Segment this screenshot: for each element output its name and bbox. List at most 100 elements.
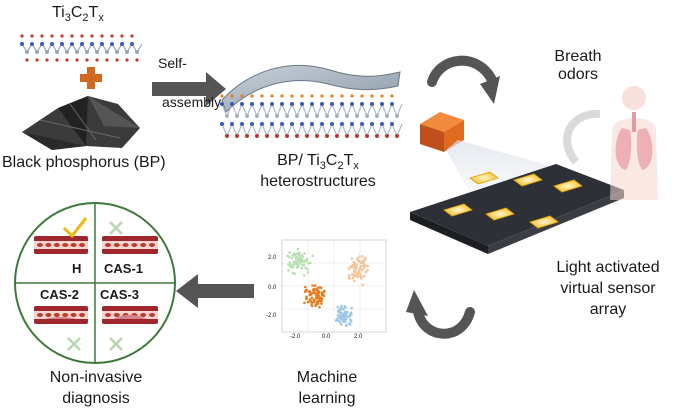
breath-arrow [563, 109, 601, 165]
scatter-point [294, 256, 298, 259]
scatter-point [343, 305, 347, 308]
scatter-point [300, 253, 304, 257]
scatter-point [310, 296, 314, 300]
scatter-point [302, 263, 306, 267]
ml-to-diagnosis-arrow [176, 274, 254, 308]
black-phosphorus-label: Black phosphorus (BP) [2, 154, 166, 171]
scatter-plot-panel [270, 232, 390, 344]
scatter-point [340, 312, 344, 315]
scatter-xtick: 2.0 [354, 334, 363, 340]
self-assembly-arrow [152, 72, 226, 106]
scatter-point [360, 275, 364, 279]
cross-icon [109, 337, 123, 351]
scatter-ytick: -2.0 [266, 313, 277, 319]
cycle-arrow-top [427, 55, 500, 104]
scatter-point [337, 310, 341, 314]
scatter-point [288, 255, 291, 259]
scatter-point [309, 261, 312, 265]
scatter-point [293, 272, 297, 276]
scatter-xtick: -2.0 [290, 334, 301, 340]
scatter-point [304, 266, 308, 270]
scatter-point [301, 255, 305, 259]
scatter-point [288, 261, 292, 264]
scatter-point [353, 273, 357, 277]
scatter-point [311, 284, 314, 287]
scatter-point [308, 298, 312, 301]
scatter-point [362, 264, 365, 268]
scatter-point [366, 268, 369, 272]
scatter-xtick: 0.0 [322, 334, 331, 340]
scatter-point [316, 292, 320, 296]
scatter-point [334, 319, 338, 322]
heterostructure-label: BP/ Ti3C2Tx heterostructures [260, 152, 376, 190]
scatter-point [292, 253, 296, 257]
scatter-point [362, 262, 366, 265]
scatter-point [319, 297, 322, 300]
quadrant-label-cas1: CAS-1 [104, 261, 144, 276]
scatter-point [358, 267, 362, 271]
scatter-point [357, 271, 361, 275]
sensor-pad [443, 203, 473, 217]
sensor-pad [485, 207, 515, 221]
scatter-ytick: 2.0 [268, 255, 277, 261]
cross-icon [109, 221, 123, 235]
scatter-point [345, 323, 348, 327]
scatter-point [340, 315, 344, 318]
scatter-point [361, 260, 365, 263]
scatter-point [351, 276, 355, 280]
scatter-point [356, 274, 360, 278]
scatter-point [288, 251, 291, 254]
scatter-point [352, 261, 356, 264]
scatter-point [318, 306, 321, 309]
scatter-point [295, 252, 299, 256]
scatter-point [348, 313, 352, 317]
scatter-point [349, 311, 353, 315]
scatter-point [339, 323, 343, 326]
scatter-point [306, 267, 309, 271]
sensor-pad [553, 179, 583, 193]
scatter-point [292, 261, 295, 264]
scatter-point [304, 285, 307, 289]
quadrant-label-h: H [72, 261, 82, 276]
self-assembly-label-2: assembly [162, 94, 222, 110]
ti3c2tx-lattice [20, 34, 143, 62]
scatter-point [353, 270, 356, 274]
scatter-point [311, 254, 315, 258]
quadrant-label-cas2: CAS-2 [40, 287, 80, 302]
scatter-point [345, 317, 348, 321]
quadrant-label-cas3: CAS-3 [100, 287, 140, 302]
scatter-point [352, 279, 356, 283]
scatter-point [361, 268, 364, 272]
scatter-point [347, 267, 351, 271]
scatter-point [303, 252, 307, 255]
scatter-point [306, 300, 310, 304]
scatter-point [347, 315, 351, 319]
scatter-point [356, 258, 359, 262]
scatter-point [305, 297, 308, 301]
sensor-pad [529, 215, 559, 229]
scatter-point [299, 258, 303, 262]
scatter-point [366, 264, 370, 268]
scatter-point [300, 266, 304, 270]
sensor-array-board [410, 164, 624, 254]
scatter-point [322, 294, 326, 298]
machine-learning-label: Machine learning [296, 369, 358, 407]
scatter-point [306, 270, 310, 274]
scatter-point [336, 317, 339, 320]
scatter-point [289, 265, 292, 269]
cycle-arrow-bottom [406, 290, 475, 339]
scatter-point [350, 306, 354, 310]
check-icon [62, 217, 88, 239]
scatter-point [348, 322, 351, 325]
sensor-pad [513, 173, 543, 187]
scatter-point [315, 296, 319, 299]
scatter-point [337, 319, 340, 323]
diagnosis-label: Non-invasive diagnosis [49, 369, 143, 407]
scatter-point [343, 311, 347, 314]
scatter-ytick: 0.0 [268, 285, 277, 291]
scatter-point [355, 271, 359, 275]
scatter-point [337, 313, 341, 317]
diagnosis-circle [14, 202, 176, 364]
scatter-point [291, 271, 295, 275]
